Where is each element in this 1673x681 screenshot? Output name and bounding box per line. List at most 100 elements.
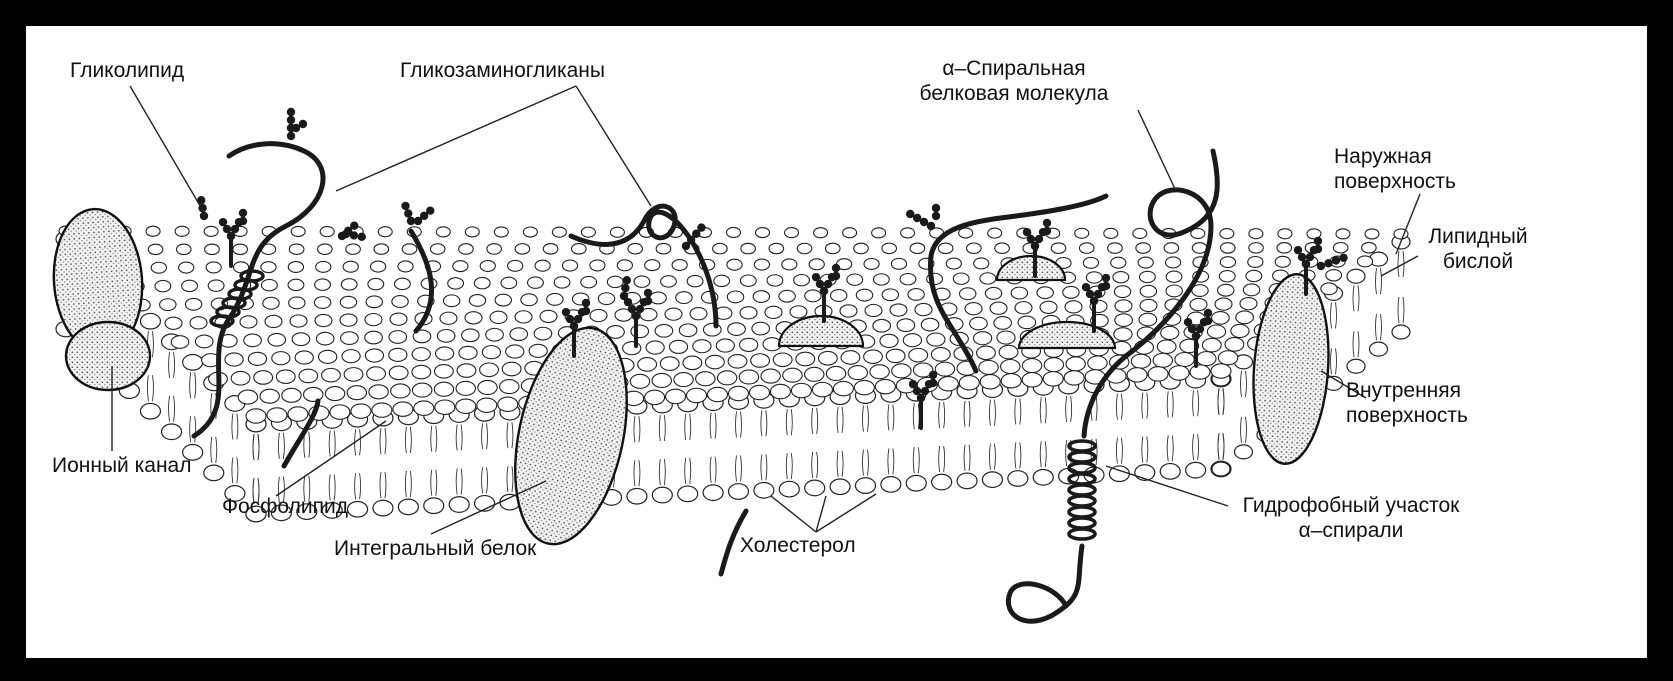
upper-head (1166, 271, 1182, 282)
upper-head (486, 328, 504, 341)
upper-head (391, 384, 410, 398)
upper-head (462, 329, 480, 342)
upper-head (661, 276, 677, 287)
upper-head (365, 349, 383, 362)
upper-head (315, 314, 332, 326)
upper-head (938, 243, 953, 254)
upper-head (1365, 229, 1379, 239)
upper-head (997, 331, 1015, 344)
alpha-helix-tail (1008, 546, 1082, 621)
front-lower-head (1008, 471, 1028, 487)
leader-alpha-helix (1138, 110, 1176, 191)
sugar-residue (350, 222, 358, 230)
upper-head (754, 259, 769, 270)
upper-head (414, 401, 434, 415)
upper-head (791, 383, 811, 397)
upper-head (581, 276, 597, 287)
upper-head (581, 227, 595, 237)
upper-head (366, 296, 382, 308)
label-inner-surface: Внутренняя поверхность (1346, 378, 1468, 428)
upper-head (398, 261, 413, 272)
upper-head (739, 370, 758, 384)
upper-head (521, 294, 537, 306)
upper-head (740, 307, 757, 319)
sugar-residue (219, 218, 227, 226)
front-lower-head (805, 480, 825, 496)
sugar-residue (299, 120, 307, 128)
upper-head (314, 297, 330, 309)
upper-head (1249, 243, 1264, 254)
front-lower-head (779, 481, 799, 497)
upper-head (999, 345, 1018, 359)
upper-head (805, 367, 824, 381)
upper-head (1040, 301, 1057, 313)
upper-head (1064, 371, 1084, 385)
upper-head (770, 384, 790, 398)
upper-head (1249, 229, 1263, 239)
upper-head (864, 259, 879, 270)
upper-head (316, 261, 331, 272)
sugar-residue (1317, 262, 1325, 270)
upper-head (785, 228, 799, 238)
upper-head (1321, 283, 1337, 295)
upper-head (814, 228, 828, 238)
upper-head (412, 348, 430, 361)
sugar-residue (239, 217, 247, 225)
upper-head (1079, 243, 1094, 254)
upper-head (610, 227, 624, 237)
upper-head (1362, 242, 1377, 253)
upper-head (498, 397, 518, 411)
sugar-residue (929, 371, 937, 379)
upper-head (240, 316, 257, 328)
upper-head (1113, 272, 1129, 283)
upper-head (480, 261, 495, 272)
upper-head (696, 372, 715, 386)
upper-head (347, 386, 366, 400)
sugar-residue (287, 116, 295, 124)
upper-head (316, 332, 334, 345)
upper-head (389, 331, 407, 344)
front-lower-head (1033, 469, 1053, 485)
upper-head (854, 243, 869, 254)
upper-head (901, 228, 915, 238)
upper-head (1140, 285, 1156, 297)
upper-head (435, 400, 455, 414)
upper-head (528, 277, 544, 288)
sugar-residue (623, 276, 631, 284)
upper-head (752, 322, 770, 335)
upper-head (448, 278, 464, 289)
upper-head (206, 262, 221, 273)
upper-head (1104, 228, 1118, 238)
upper-head (890, 304, 907, 316)
upper-head (1218, 351, 1237, 365)
upper-head (477, 398, 497, 412)
upper-head (304, 387, 323, 401)
upper-head (318, 244, 333, 255)
upper-head (155, 280, 171, 291)
upper-head (1018, 316, 1036, 329)
upper-head (1211, 364, 1231, 378)
right-lower-head (1347, 359, 1365, 373)
front-lower-head (729, 484, 749, 500)
upper-head (900, 274, 916, 285)
upper-head (727, 227, 741, 237)
label-hydrophobic-line1: Гидрофобный участок (1186, 493, 1516, 518)
upper-head (288, 407, 308, 421)
sugar-residue (929, 379, 937, 387)
upper-head (1108, 243, 1123, 254)
upper-head (980, 273, 996, 284)
upper-head (886, 349, 905, 363)
upper-head (480, 363, 499, 377)
upper-head (854, 380, 874, 394)
sugar-residue (1043, 219, 1051, 227)
sugar-residue (239, 209, 247, 217)
upper-head (1197, 352, 1216, 366)
front-lower-head (1186, 462, 1206, 478)
upper-head (389, 366, 408, 380)
upper-head (515, 311, 532, 323)
upper-head (708, 387, 728, 401)
upper-head (267, 408, 287, 422)
upper-head (185, 298, 201, 310)
upper-head (897, 319, 915, 332)
upper-head (1111, 257, 1126, 268)
